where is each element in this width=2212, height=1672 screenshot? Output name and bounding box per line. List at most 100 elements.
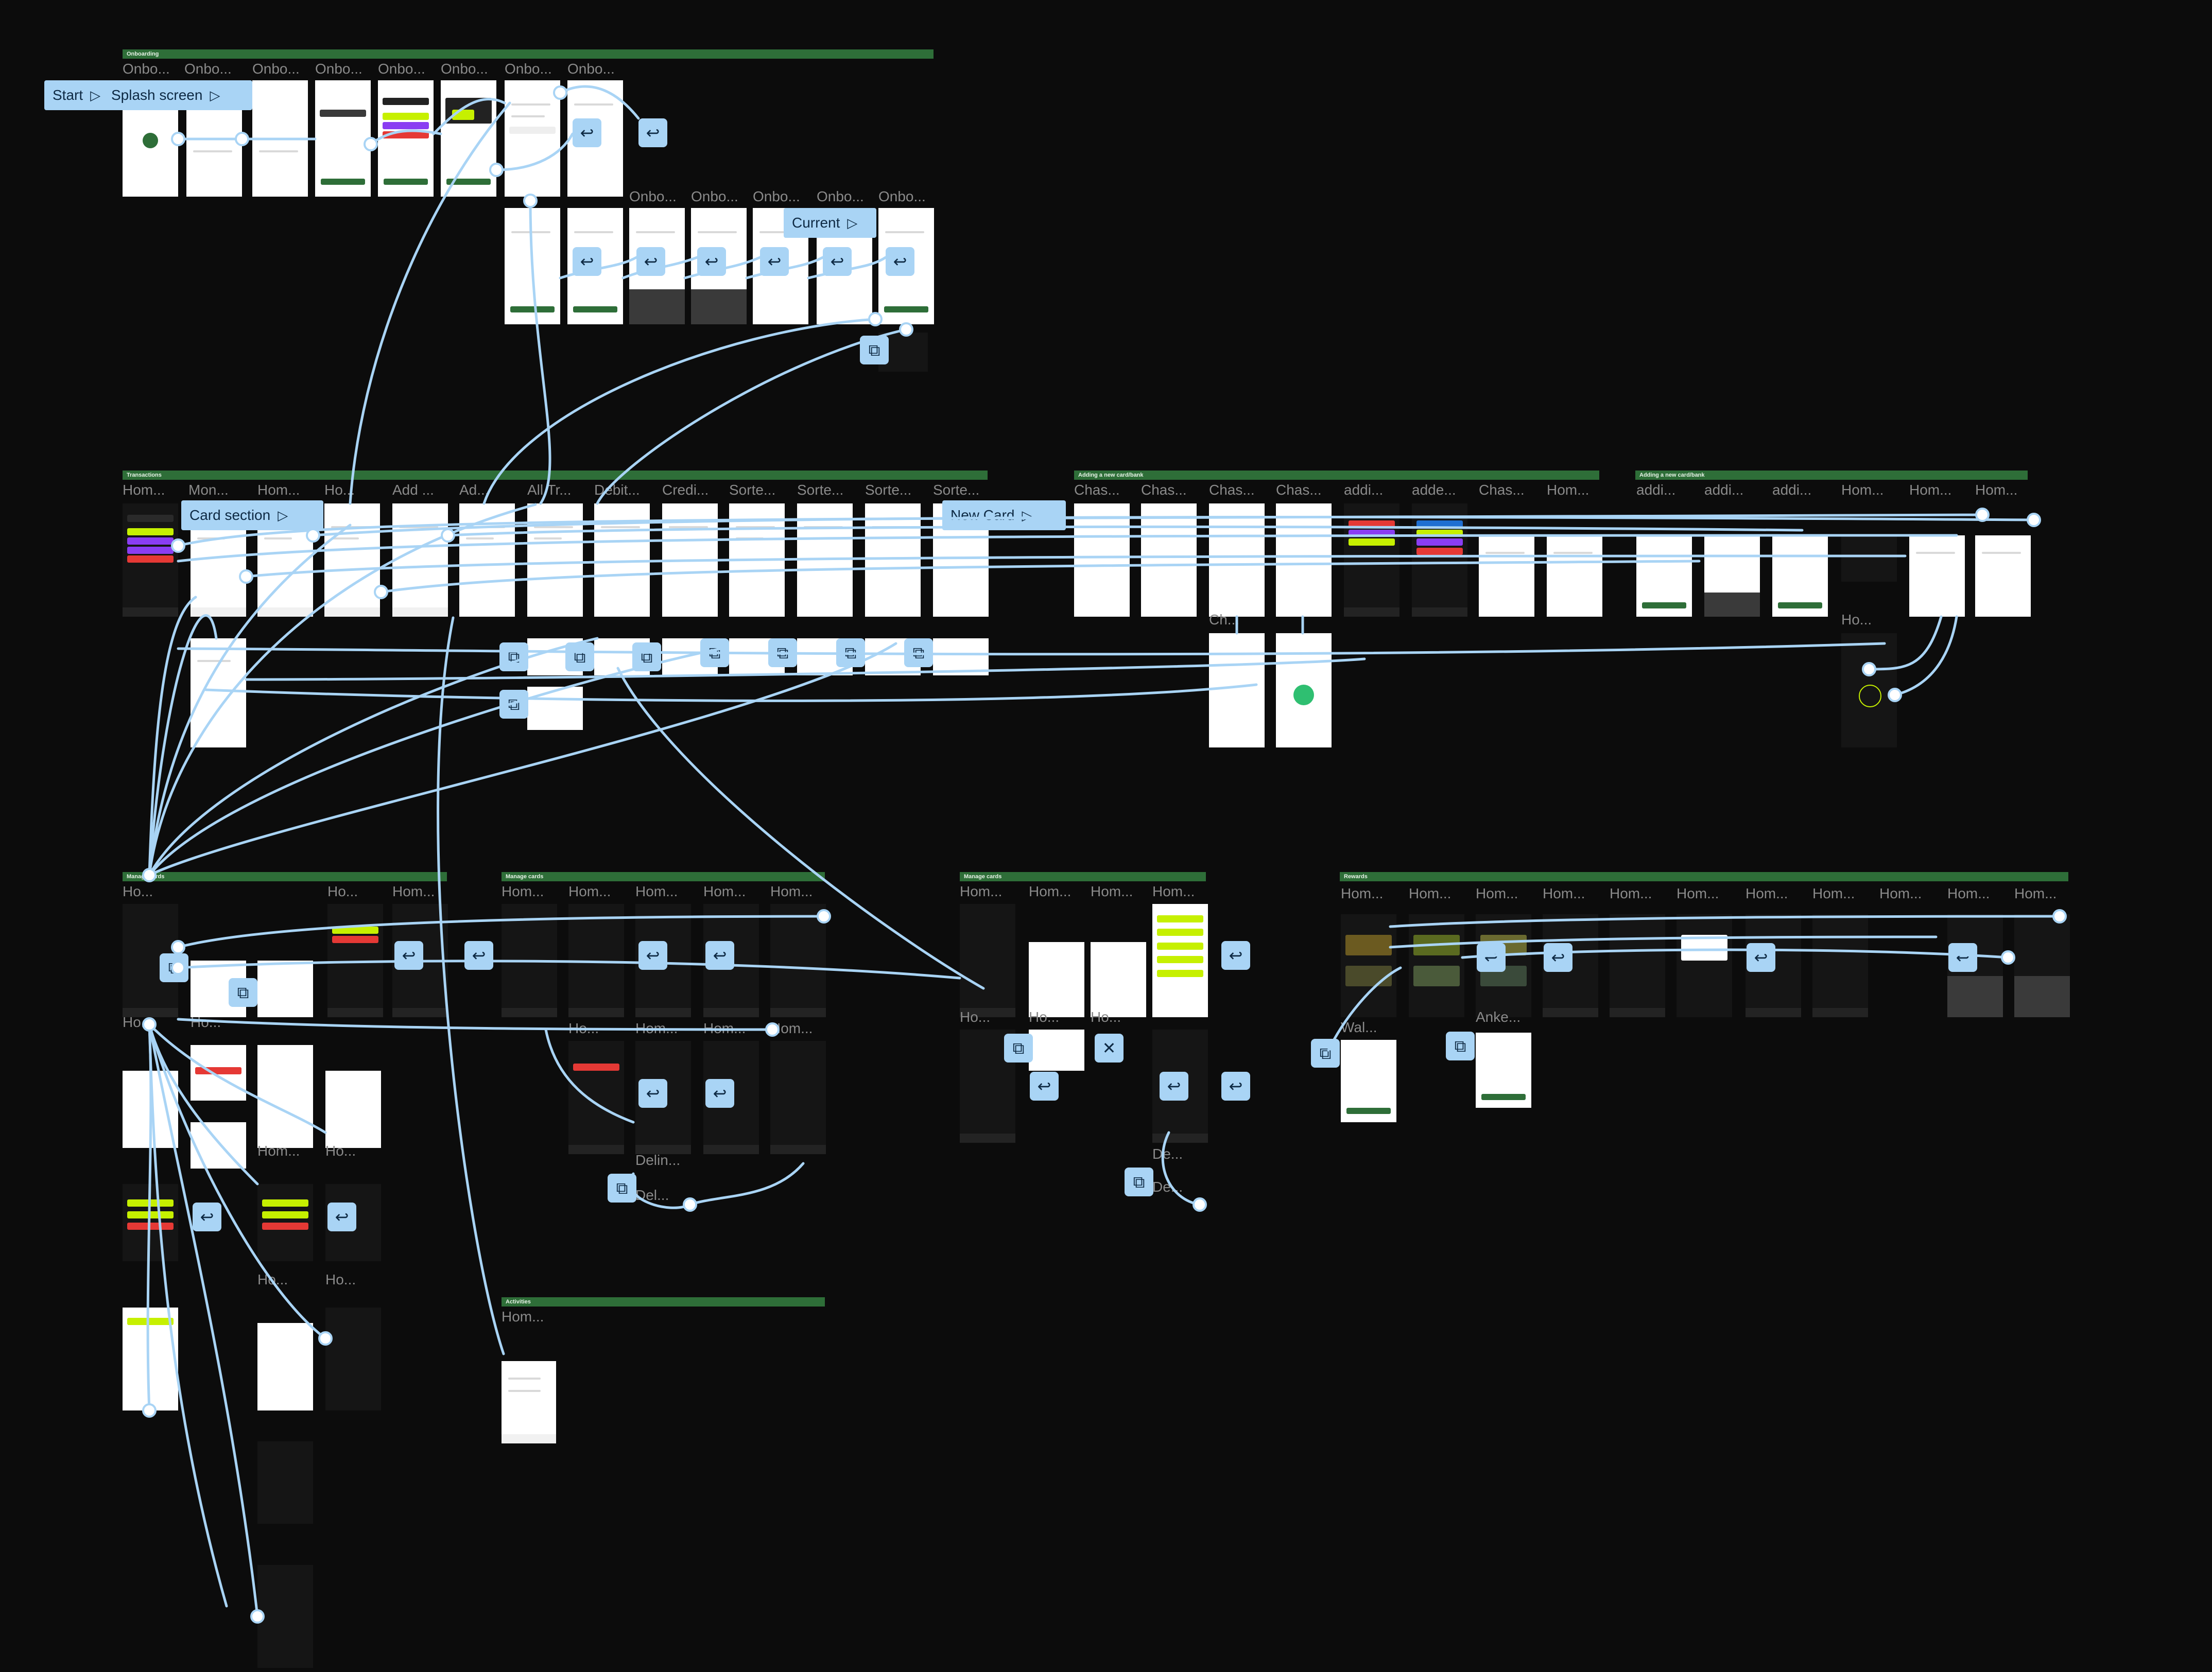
- flow-connector: [177, 1018, 774, 1031]
- flow-connector: [1161, 1131, 1201, 1206]
- add-card-screen[interactable]: [1772, 535, 1828, 617]
- back-arrow-icon[interactable]: ↩: [327, 1203, 356, 1231]
- rewards-screen[interactable]: [1610, 914, 1665, 1017]
- manage-screen[interactable]: [1029, 1030, 1084, 1071]
- back-arrow-icon[interactable]: ↩: [1030, 1072, 1059, 1101]
- back-arrow-icon[interactable]: ↩: [638, 1079, 667, 1108]
- frame-label: Hom...: [770, 883, 813, 899]
- open-overlay-icon[interactable]: ⧉: [1125, 1168, 1153, 1196]
- frame-label: Hom...: [2014, 885, 2057, 901]
- frame-label: Ch...: [1209, 612, 1240, 628]
- open-overlay-icon[interactable]: ⧉: [229, 978, 257, 1007]
- rewards-screen[interactable]: [1476, 1033, 1531, 1108]
- add-card-screen[interactable]: [1841, 535, 1897, 582]
- manage-screen[interactable]: [257, 1441, 313, 1524]
- add-card-screen[interactable]: [1547, 535, 1602, 617]
- onboarding-screen[interactable]: [315, 80, 371, 197]
- manage-screen[interactable]: [257, 961, 313, 1017]
- flow-start-button[interactable]: Current ▷: [784, 208, 876, 238]
- open-overlay-icon[interactable]: ⧉: [1446, 1032, 1475, 1060]
- frame-label: Wal...: [1341, 1019, 1377, 1035]
- onboarding-screen[interactable]: [505, 80, 560, 197]
- flow-connector: [683, 256, 762, 280]
- rewards-screen[interactable]: [1409, 914, 1464, 1017]
- manage-screen[interactable]: [257, 1184, 313, 1261]
- transactions-screen[interactable]: [123, 503, 178, 617]
- back-arrow-icon[interactable]: ↩: [573, 118, 601, 147]
- manage-screen[interactable]: [1091, 942, 1146, 1017]
- manage-screen[interactable]: [325, 1071, 381, 1148]
- play-triangle-icon: ▷: [278, 507, 288, 523]
- flow-connector: [148, 642, 897, 877]
- back-arrow-icon[interactable]: ↩: [705, 1079, 734, 1108]
- transactions-screen[interactable]: [865, 503, 921, 617]
- add-card-screen[interactable]: [1636, 535, 1692, 617]
- manage-screen[interactable]: [257, 1323, 313, 1410]
- add-card-screen[interactable]: [1209, 633, 1265, 747]
- frame-label: Onbo...: [629, 188, 677, 204]
- connector-node: [306, 528, 320, 543]
- open-overlay-icon[interactable]: ⧉: [1004, 1034, 1033, 1063]
- section-transactions: Transactions: [123, 471, 988, 480]
- onboarding-screen[interactable]: [629, 208, 685, 324]
- frame-label: Hom...: [1341, 885, 1384, 901]
- flow-connector: [529, 199, 551, 505]
- back-arrow-icon[interactable]: ↩: [1477, 943, 1506, 972]
- back-arrow-icon[interactable]: ↩: [1160, 1072, 1188, 1101]
- flow-start-button[interactable]: Splash screen ▷: [103, 80, 252, 110]
- back-arrow-icon[interactable]: ↩: [394, 941, 423, 970]
- add-card-screen[interactable]: [1209, 503, 1265, 617]
- back-arrow-icon[interactable]: ↩: [1544, 943, 1572, 972]
- transactions-screen[interactable]: [392, 503, 448, 617]
- onboarding-screen[interactable]: [378, 80, 434, 197]
- back-arrow-icon[interactable]: ↩: [193, 1203, 221, 1231]
- manage-screen[interactable]: [770, 904, 826, 1017]
- manage-screen[interactable]: [257, 1045, 313, 1148]
- manage-screen[interactable]: [1152, 904, 1208, 1017]
- back-arrow-icon[interactable]: ↩: [1221, 1072, 1250, 1101]
- flow-connector: [482, 318, 877, 505]
- overlay-screen[interactable]: [933, 638, 989, 675]
- back-arrow-icon[interactable]: ↩: [886, 247, 914, 276]
- rewards-screen[interactable]: [2014, 914, 2070, 1017]
- flow-start-button[interactable]: Card section ▷: [181, 500, 323, 530]
- manage-screen[interactable]: [123, 1308, 178, 1410]
- add-card-screen[interactable]: [1909, 535, 1965, 617]
- add-card-screen[interactable]: [1479, 535, 1534, 617]
- add-card-screen[interactable]: [1344, 503, 1399, 617]
- play-triangle-icon: ▷: [90, 87, 101, 103]
- add-card-screen[interactable]: [1141, 503, 1197, 617]
- connector-node: [1193, 1197, 1207, 1212]
- frame-label: Onbo...: [817, 188, 864, 204]
- connector-node: [171, 961, 185, 975]
- frame-label: Hom...: [1746, 885, 1788, 901]
- connector-node: [765, 1022, 780, 1037]
- manage-screen[interactable]: [191, 1122, 246, 1169]
- close-overlay-icon[interactable]: ✕: [1095, 1034, 1124, 1063]
- add-card-screen[interactable]: [1276, 503, 1332, 617]
- overlay-screen[interactable]: [191, 638, 246, 747]
- manage-screen[interactable]: [960, 904, 1015, 1017]
- success-screen[interactable]: [257, 1565, 313, 1668]
- back-arrow-icon[interactable]: ↩: [1221, 941, 1250, 970]
- flow-start-button[interactable]: New Card ▷: [942, 500, 1066, 530]
- success-screen[interactable]: [1841, 633, 1897, 747]
- manage-screen[interactable]: [770, 1041, 826, 1154]
- back-arrow-icon[interactable]: ↩: [760, 247, 789, 276]
- manage-screen[interactable]: [568, 1041, 624, 1154]
- manage-screen[interactable]: [1029, 942, 1084, 1017]
- success-screen[interactable]: [325, 1308, 381, 1410]
- back-arrow-icon[interactable]: ↩: [638, 118, 667, 147]
- back-arrow-icon[interactable]: ↩: [1948, 943, 1977, 972]
- rewards-screen[interactable]: [1341, 1040, 1396, 1122]
- activities-screen[interactable]: [502, 1361, 556, 1443]
- overlay-screen[interactable]: [527, 687, 583, 730]
- add-card-screen[interactable]: [1074, 503, 1130, 617]
- add-card-screen[interactable]: [1975, 535, 2031, 617]
- add-card-screen[interactable]: [1704, 535, 1760, 617]
- rewards-screen[interactable]: [1812, 914, 1868, 1017]
- rewards-screen[interactable]: [1341, 914, 1396, 1017]
- manage-screen[interactable]: [191, 1045, 246, 1101]
- add-card-screen[interactable]: [1412, 503, 1467, 617]
